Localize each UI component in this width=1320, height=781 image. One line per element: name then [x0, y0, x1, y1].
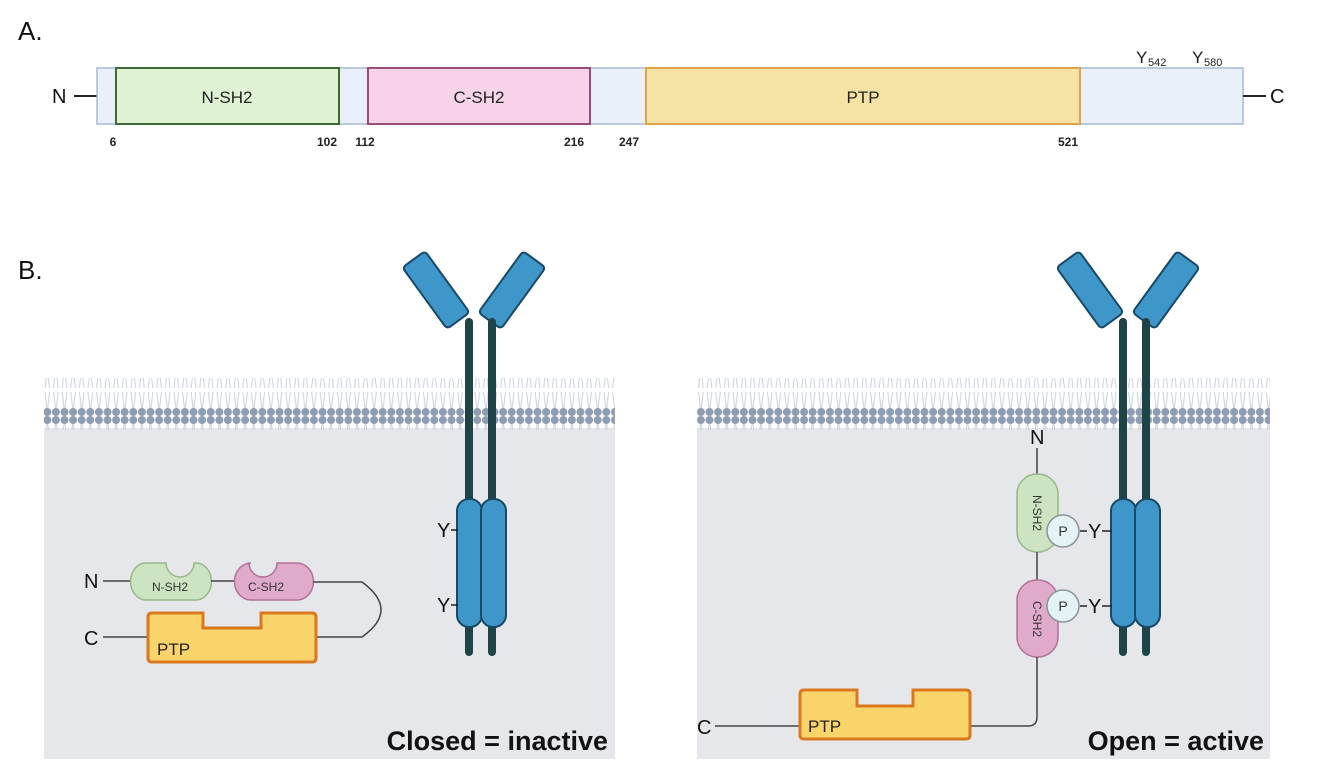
closed-n-terminus: N — [84, 571, 98, 593]
tyrosine-y542: Y 542 — [1136, 48, 1166, 69]
cytoplasm-open — [697, 428, 1270, 759]
receptor-ligand-domain-right — [1132, 251, 1200, 329]
open-n-sh2-label: N-SH2 — [1030, 495, 1044, 531]
open-linker-ptp — [970, 657, 1038, 727]
panel-a-label: A. — [18, 16, 43, 46]
domain-c-sh2 — [367, 67, 591, 125]
tyrosine-label-open-lower: Y — [1088, 596, 1101, 618]
receptor-kinase-left — [456, 498, 483, 628]
cytoplasm-closed — [44, 428, 615, 759]
tyrosine-y542-position: 542 — [1148, 57, 1166, 69]
position-label-247: 247 — [619, 135, 639, 149]
position-label-102: 102 — [317, 135, 337, 149]
closed-state-panel: Y Y N N-SH2 C-SH2 C PTP Closed = in — [44, 251, 615, 759]
receptor-open — [1056, 251, 1200, 656]
domain-ptp — [645, 67, 1081, 125]
closed-ptp-label: PTP — [157, 640, 190, 659]
position-label-521: 521 — [1058, 135, 1078, 149]
phosphate-upper — [1046, 514, 1080, 548]
membrane-closed — [44, 378, 615, 430]
tyrosine-y580-position: 580 — [1204, 57, 1222, 69]
closed-c-sh2-label: C-SH2 — [248, 580, 284, 594]
phosphate-lower-label: P — [1058, 598, 1067, 614]
c-terminus-label: C — [1270, 86, 1284, 108]
open-ptp-domain — [798, 688, 972, 741]
panel-b: B. Y Y N N-SH2 — [18, 251, 1270, 759]
open-c-terminus: C — [697, 717, 711, 739]
closed-state-caption: Closed = inactive — [387, 726, 608, 756]
domain-ptp-label: PTP — [846, 88, 879, 107]
panel-a: A. N N-SH2 C-SH2 PTP C 6 102 112 216 247… — [18, 16, 1284, 149]
receptor-kinase-right — [1134, 498, 1161, 628]
open-state-caption: Open = active — [1088, 726, 1264, 756]
tyrosine-y542-letter: Y — [1136, 48, 1147, 67]
tyrosine-y580-letter: Y — [1192, 48, 1203, 67]
tyrosine-y580: Y 580 — [1192, 48, 1222, 69]
shp2-open: N N-SH2 C-SH2 P Y P Y C — [697, 427, 1112, 741]
membrane-open — [697, 378, 1270, 430]
open-n-terminus: N — [1030, 427, 1044, 449]
open-ptp-label: PTP — [808, 717, 841, 736]
n-terminus-label: N — [52, 86, 66, 108]
receptor-kinase-left — [1110, 498, 1137, 628]
tyrosine-label-open-upper: Y — [1088, 521, 1101, 543]
closed-ptp-domain — [146, 611, 318, 664]
closed-c-sh2-domain — [233, 562, 315, 601]
open-state-panel: N N-SH2 C-SH2 P Y P Y C — [697, 251, 1270, 759]
phosphate-lower — [1046, 589, 1080, 623]
receptor-kinase-right — [480, 498, 507, 628]
receptor-ligand-domain-left — [1056, 251, 1124, 329]
receptor-closed: Y Y — [402, 251, 546, 656]
closed-n-sh2-label: N-SH2 — [152, 580, 188, 594]
domain-n-sh2 — [115, 67, 340, 125]
receptor-ligand-domain-right — [478, 251, 546, 329]
phosphate-upper-label: P — [1058, 523, 1067, 539]
closed-n-sh2-domain — [129, 562, 213, 601]
closed-linker-loop — [313, 581, 382, 638]
panel-b-label: B. — [18, 255, 43, 285]
tyrosine-label-closed-upper: Y — [437, 520, 450, 542]
position-label-112: 112 — [355, 135, 375, 149]
tyrosine-label-closed-lower: Y — [437, 595, 450, 617]
receptor-ligand-domain-left — [402, 251, 470, 329]
closed-c-terminus: C — [84, 628, 98, 650]
open-c-sh2-label: C-SH2 — [1030, 601, 1044, 637]
shp2-closed: N N-SH2 C-SH2 C PTP — [84, 562, 382, 664]
position-label-6: 6 — [110, 135, 117, 149]
domain-n-sh2-label: N-SH2 — [201, 88, 252, 107]
domain-c-sh2-label: C-SH2 — [453, 88, 504, 107]
position-label-216: 216 — [564, 135, 584, 149]
